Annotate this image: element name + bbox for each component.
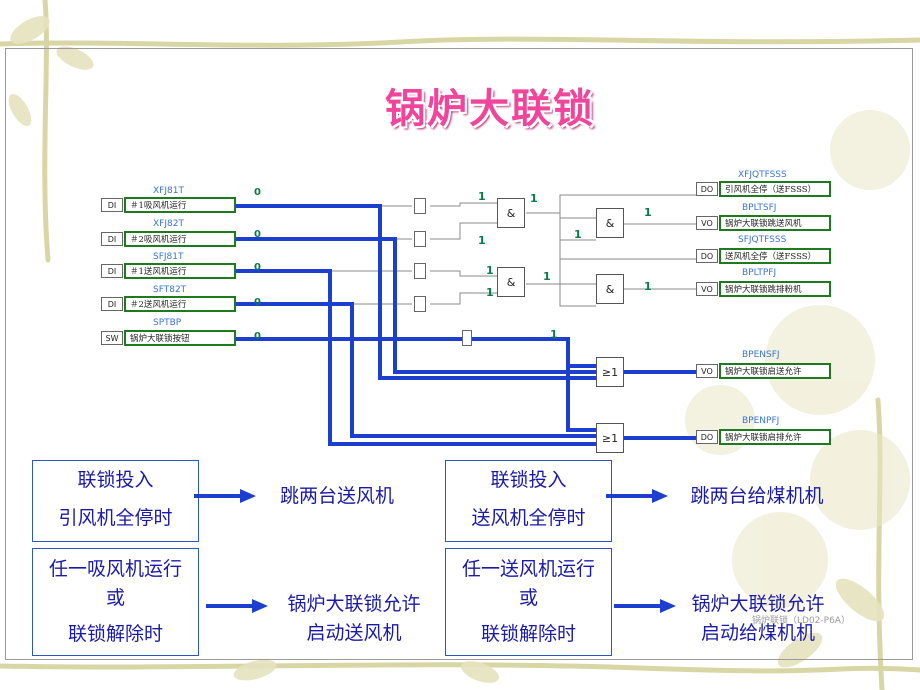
- content-frame: [5, 48, 913, 660]
- rule-4-condition-line2: 联锁解除时: [480, 623, 576, 645]
- input-tag: XFJ82T: [153, 219, 184, 229]
- signal-value: 1: [644, 206, 652, 219]
- and-gate-3: &: [596, 208, 624, 238]
- signal-value: 1: [478, 190, 486, 203]
- signal-value: 1: [486, 264, 494, 277]
- input-label: ＃2吸风机运行: [124, 231, 236, 247]
- rule-1-condition-line2: 引风机全停时: [58, 507, 173, 529]
- rule-2-arrow: [606, 489, 668, 503]
- rule-2-result: 跳两台给煤机机: [690, 485, 824, 507]
- and-gate-2: &: [497, 267, 525, 297]
- signal-value: 1: [543, 270, 551, 283]
- rule-3-arrow: [206, 599, 268, 613]
- rule-4-condition-line1: 任一送风机运行或: [461, 558, 595, 609]
- output-type: DO: [696, 430, 718, 444]
- output-tag: BPLTSFJ: [742, 203, 777, 213]
- output-type: VO: [696, 364, 718, 378]
- signal-value: 1: [530, 192, 538, 205]
- rule-3-condition-line2: 联锁解除时: [67, 623, 163, 645]
- rule-1-condition: 联锁投入 引风机全停时: [32, 460, 199, 542]
- input-tag: XFJ81T: [153, 186, 184, 196]
- rule-3-condition: 任一吸风机运行或 联锁解除时: [32, 548, 199, 656]
- input-value: 0: [254, 331, 261, 342]
- input-label: ＃2送风机运行: [124, 296, 236, 312]
- output-type: VO: [696, 282, 718, 296]
- rule-3-result: 锅炉大联锁允许启动送风机: [287, 593, 421, 644]
- input-tag: SFJ81T: [153, 252, 184, 262]
- or-gate-1: ≥1: [596, 357, 624, 387]
- buffer-block: [462, 330, 472, 346]
- output-type: DO: [696, 249, 718, 263]
- signal-value: 1: [574, 228, 582, 241]
- input-label: 锅炉大联锁按钮: [124, 330, 236, 346]
- input-value: 0: [254, 187, 261, 198]
- input-type: SW: [101, 331, 123, 345]
- or-gate-2: ≥1: [596, 423, 624, 453]
- output-tag: SFJQTFSSS: [738, 235, 787, 245]
- input-tag: SPTBP: [153, 318, 182, 328]
- output-label: 锅炉大联锁跳排粉机: [719, 281, 831, 297]
- output-label: 锅炉大联锁启送允许: [719, 363, 831, 379]
- rule-1-condition-line1: 联锁投入: [77, 469, 154, 491]
- signal-value: 1: [478, 234, 486, 247]
- and-gate-1: &: [497, 198, 525, 228]
- input-type: DI: [101, 198, 123, 212]
- rule-2-condition-line2: 送风机全停时: [471, 507, 586, 529]
- input-value: 0: [254, 297, 261, 308]
- output-tag: BPLTPFJ: [742, 268, 777, 278]
- input-type: DI: [101, 232, 123, 246]
- rule-1-arrow: [194, 489, 256, 503]
- output-type: VO: [696, 216, 718, 230]
- input-type: DI: [101, 297, 123, 311]
- input-type: DI: [101, 264, 123, 278]
- output-label: 锅炉大联锁跳送风机: [719, 215, 831, 231]
- rule-2-condition: 联锁投入 送风机全停时: [445, 460, 612, 542]
- rule-4-result: 锅炉大联锁允许启动给煤机机: [691, 593, 825, 644]
- output-tag: XFJQTFSSS: [738, 170, 787, 180]
- output-label: 锅炉大联锁启排允许: [719, 429, 831, 445]
- input-label: ＃1送风机运行: [124, 263, 236, 279]
- input-value: 0: [254, 262, 261, 273]
- signal-value: 1: [550, 328, 558, 341]
- rule-1-result: 跳两台送风机: [279, 485, 394, 507]
- rule-4-arrow: [614, 599, 676, 613]
- rule-4-condition: 任一送风机运行或 联锁解除时: [445, 548, 612, 656]
- and-gate-4: &: [596, 274, 624, 304]
- input-tag: SFT82T: [153, 285, 187, 295]
- not-block-1: [414, 198, 426, 214]
- output-label: 引风机全停（送FSSS）: [719, 181, 831, 197]
- input-value: 0: [254, 229, 261, 240]
- output-tag: BPENPFJ: [742, 416, 780, 426]
- not-block-3: [414, 263, 426, 279]
- not-block-4: [414, 296, 426, 312]
- output-label: 送风机全停（送FSSS）: [719, 248, 831, 264]
- signal-value: 1: [644, 280, 652, 293]
- input-label: ＃1吸风机运行: [124, 197, 236, 213]
- output-tag: BPENSFJ: [742, 350, 780, 360]
- footer-text: 锅炉联锁（LD02-P6A）: [752, 616, 850, 626]
- rule-3-condition-line1: 任一吸风机运行或: [48, 558, 182, 609]
- slide-title: 锅炉大联锁: [385, 86, 595, 132]
- signal-value: 1: [486, 286, 494, 299]
- not-block-2: [414, 231, 426, 247]
- rule-2-condition-line1: 联锁投入: [490, 469, 567, 491]
- output-type: DO: [696, 182, 718, 196]
